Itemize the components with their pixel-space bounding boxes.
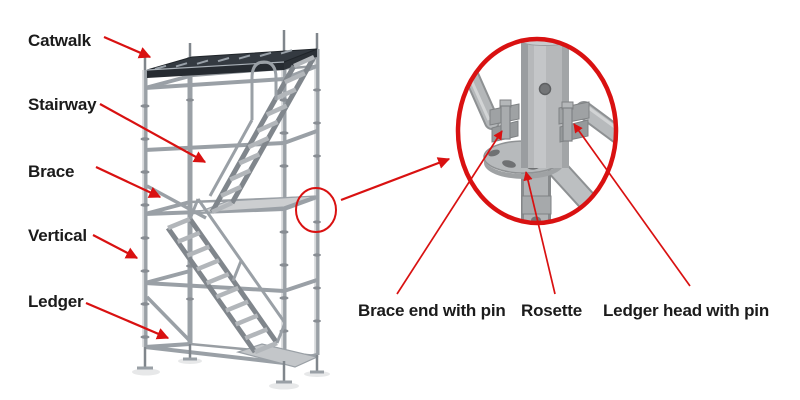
brace-end-pin <box>489 99 520 143</box>
catwalk-platform <box>146 48 318 78</box>
ledger-arrow <box>85 301 170 340</box>
label-vertical: Vertical <box>28 226 87 245</box>
label-brace-end: Brace end with pin <box>358 301 506 320</box>
ledger-head-pin <box>558 101 590 143</box>
vertical-posts <box>140 30 321 361</box>
detail-circle <box>455 36 619 226</box>
label-rosette: Rosette <box>521 301 582 320</box>
label-catwalk: Catwalk <box>28 31 91 50</box>
catwalk-arrow <box>103 35 152 59</box>
brace-arrow <box>95 166 162 198</box>
label-ledger: Ledger <box>28 292 84 311</box>
ledger-tube <box>575 101 616 156</box>
stairway-upper-flight <box>209 54 317 215</box>
ledger-head-arrow <box>573 123 691 287</box>
base-jacks <box>137 344 324 384</box>
vertical-arrow <box>92 234 139 259</box>
label-ledger-head: Ledger head with pin <box>603 301 770 320</box>
pole-hole <box>538 82 552 96</box>
label-stairway: Stairway <box>28 95 97 114</box>
rosette-arrow <box>523 171 556 295</box>
handrails <box>188 60 287 344</box>
detail-callout <box>455 36 619 226</box>
zoom-connector-arrow <box>340 157 451 202</box>
stairway-arrow <box>99 103 207 163</box>
scaffold-illustration <box>132 30 330 390</box>
zoom-source-ellipse <box>295 187 337 233</box>
brace-end-arrow <box>396 130 503 295</box>
label-brace: Brace <box>28 162 75 181</box>
label-arrows <box>85 35 691 340</box>
